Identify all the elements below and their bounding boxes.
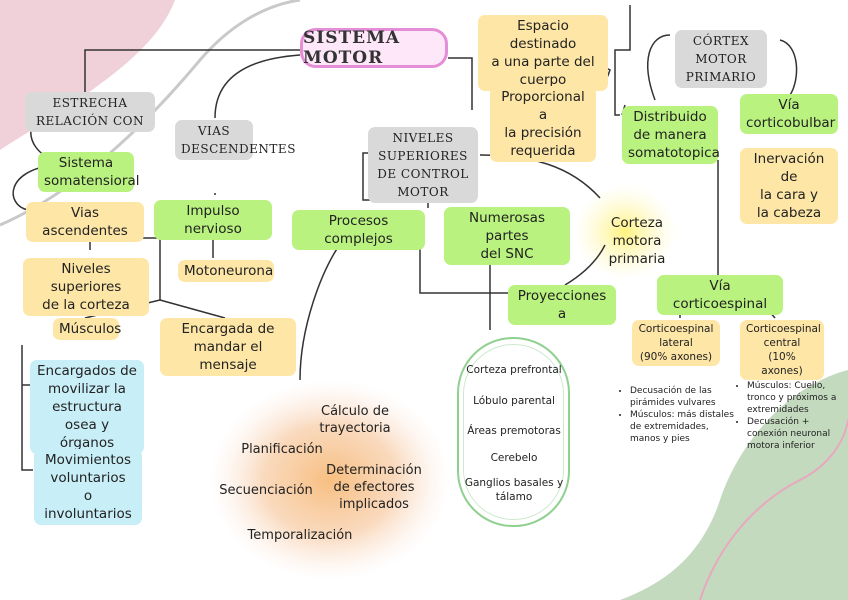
green-blob-decoration xyxy=(620,370,848,600)
orange-cloud-decoration xyxy=(210,380,450,580)
calculo-trayectoria-text: Cálculo de trayectoria xyxy=(319,404,391,436)
distribuido-node: Distribuido de manera somatotopica xyxy=(622,106,720,164)
numerosas-partes-node: Numerosas partes del SNC xyxy=(444,207,570,265)
impulso-nervioso-node: Impulso nervioso xyxy=(154,200,272,240)
snc-part-item: Lóbulo parental xyxy=(473,395,555,407)
snc-part-item: Áreas premotoras xyxy=(467,425,561,437)
movimientos-node: Movimientos voluntarios o involuntarios xyxy=(34,449,142,525)
encargados-movilizar-node: Encargados de movilizar la estructura os… xyxy=(30,360,144,454)
sistema-somatensioral-node: Sistema somatensioral xyxy=(38,152,140,192)
vias-descendentes-node: VIAS DESCENDENTES xyxy=(175,120,295,160)
espacio-destinado-node: Espacio destinado a una parte del cuerpo xyxy=(478,15,608,91)
snc-parts-oval-inner xyxy=(463,344,564,520)
corticoespinal-lateral-node: Corticoespinal lateral (90% axones) xyxy=(632,320,720,366)
snc-part-item: Cerebelo xyxy=(490,452,538,464)
snc-parts-oval xyxy=(457,337,570,527)
proyecciones-node: Proyecciones a xyxy=(508,285,616,325)
cortex-motor-primario-node: CÓRTEX MOTOR PRIMARIO xyxy=(675,30,767,88)
page-title: SISTEMA MOTOR xyxy=(300,28,448,68)
snc-part-item: Ganglios basales y tálamo xyxy=(464,477,564,503)
procesos-complejos-node: Procesos complejos xyxy=(292,210,425,250)
corticoespinal-central-node: Corticoespinal central (10% axones) xyxy=(740,320,824,380)
planificacion-text: Planificación xyxy=(241,442,323,457)
secuenciacion-text: Secuenciación xyxy=(219,483,313,498)
vias-ascendentes-node: Vias ascendentes xyxy=(26,202,144,242)
via-corticobulbar-node: Vía corticobulbar xyxy=(740,94,838,134)
temporalizacion-text: Temporalización xyxy=(247,528,353,543)
niveles-corteza-node: Niveles superiores de la corteza xyxy=(23,258,149,316)
lateral-notes: Decusación de las pirámides vulvares Mús… xyxy=(618,385,736,445)
estrecha-relacion-node: ESTRECHA RELACIÓN CON xyxy=(25,92,155,132)
lateral-note-item: Músculos: más distales de extremidades, … xyxy=(630,409,736,445)
lateral-note-item: Decusación de las pirámides vulvares xyxy=(630,385,736,409)
encargada-mensaje-node: Encargada de mandar el mensaje xyxy=(160,318,296,376)
proporcional-node: Proporcional a la precisión requerida xyxy=(490,86,596,162)
musculos-node: Músculos xyxy=(53,318,121,340)
pink-curve-decoration xyxy=(699,419,848,600)
central-notes: Músculos: Cuello, tronco y próximos a ex… xyxy=(735,380,843,452)
niveles-control-motor-node: NIVELES SUPERIORES DE CONTROL MOTOR xyxy=(368,127,478,203)
central-note-item: Músculos: Cuello, tronco y próximos a ex… xyxy=(747,380,843,416)
inervacion-node: Inervación de la cara y la cabeza xyxy=(740,148,838,224)
snc-part-item: Corteza prefrontal xyxy=(466,364,562,376)
corteza-motora-primaria-node: Corteza motora primaria xyxy=(608,215,666,267)
via-corticoespinal-node: Vía corticoespinal xyxy=(657,275,783,315)
determinacion-text: Determinación de efectores implicados xyxy=(326,463,422,512)
central-note-item: Decusación + conexión neuronal motora in… xyxy=(747,416,843,452)
motoneurona-node: Motoneurona xyxy=(178,260,274,282)
